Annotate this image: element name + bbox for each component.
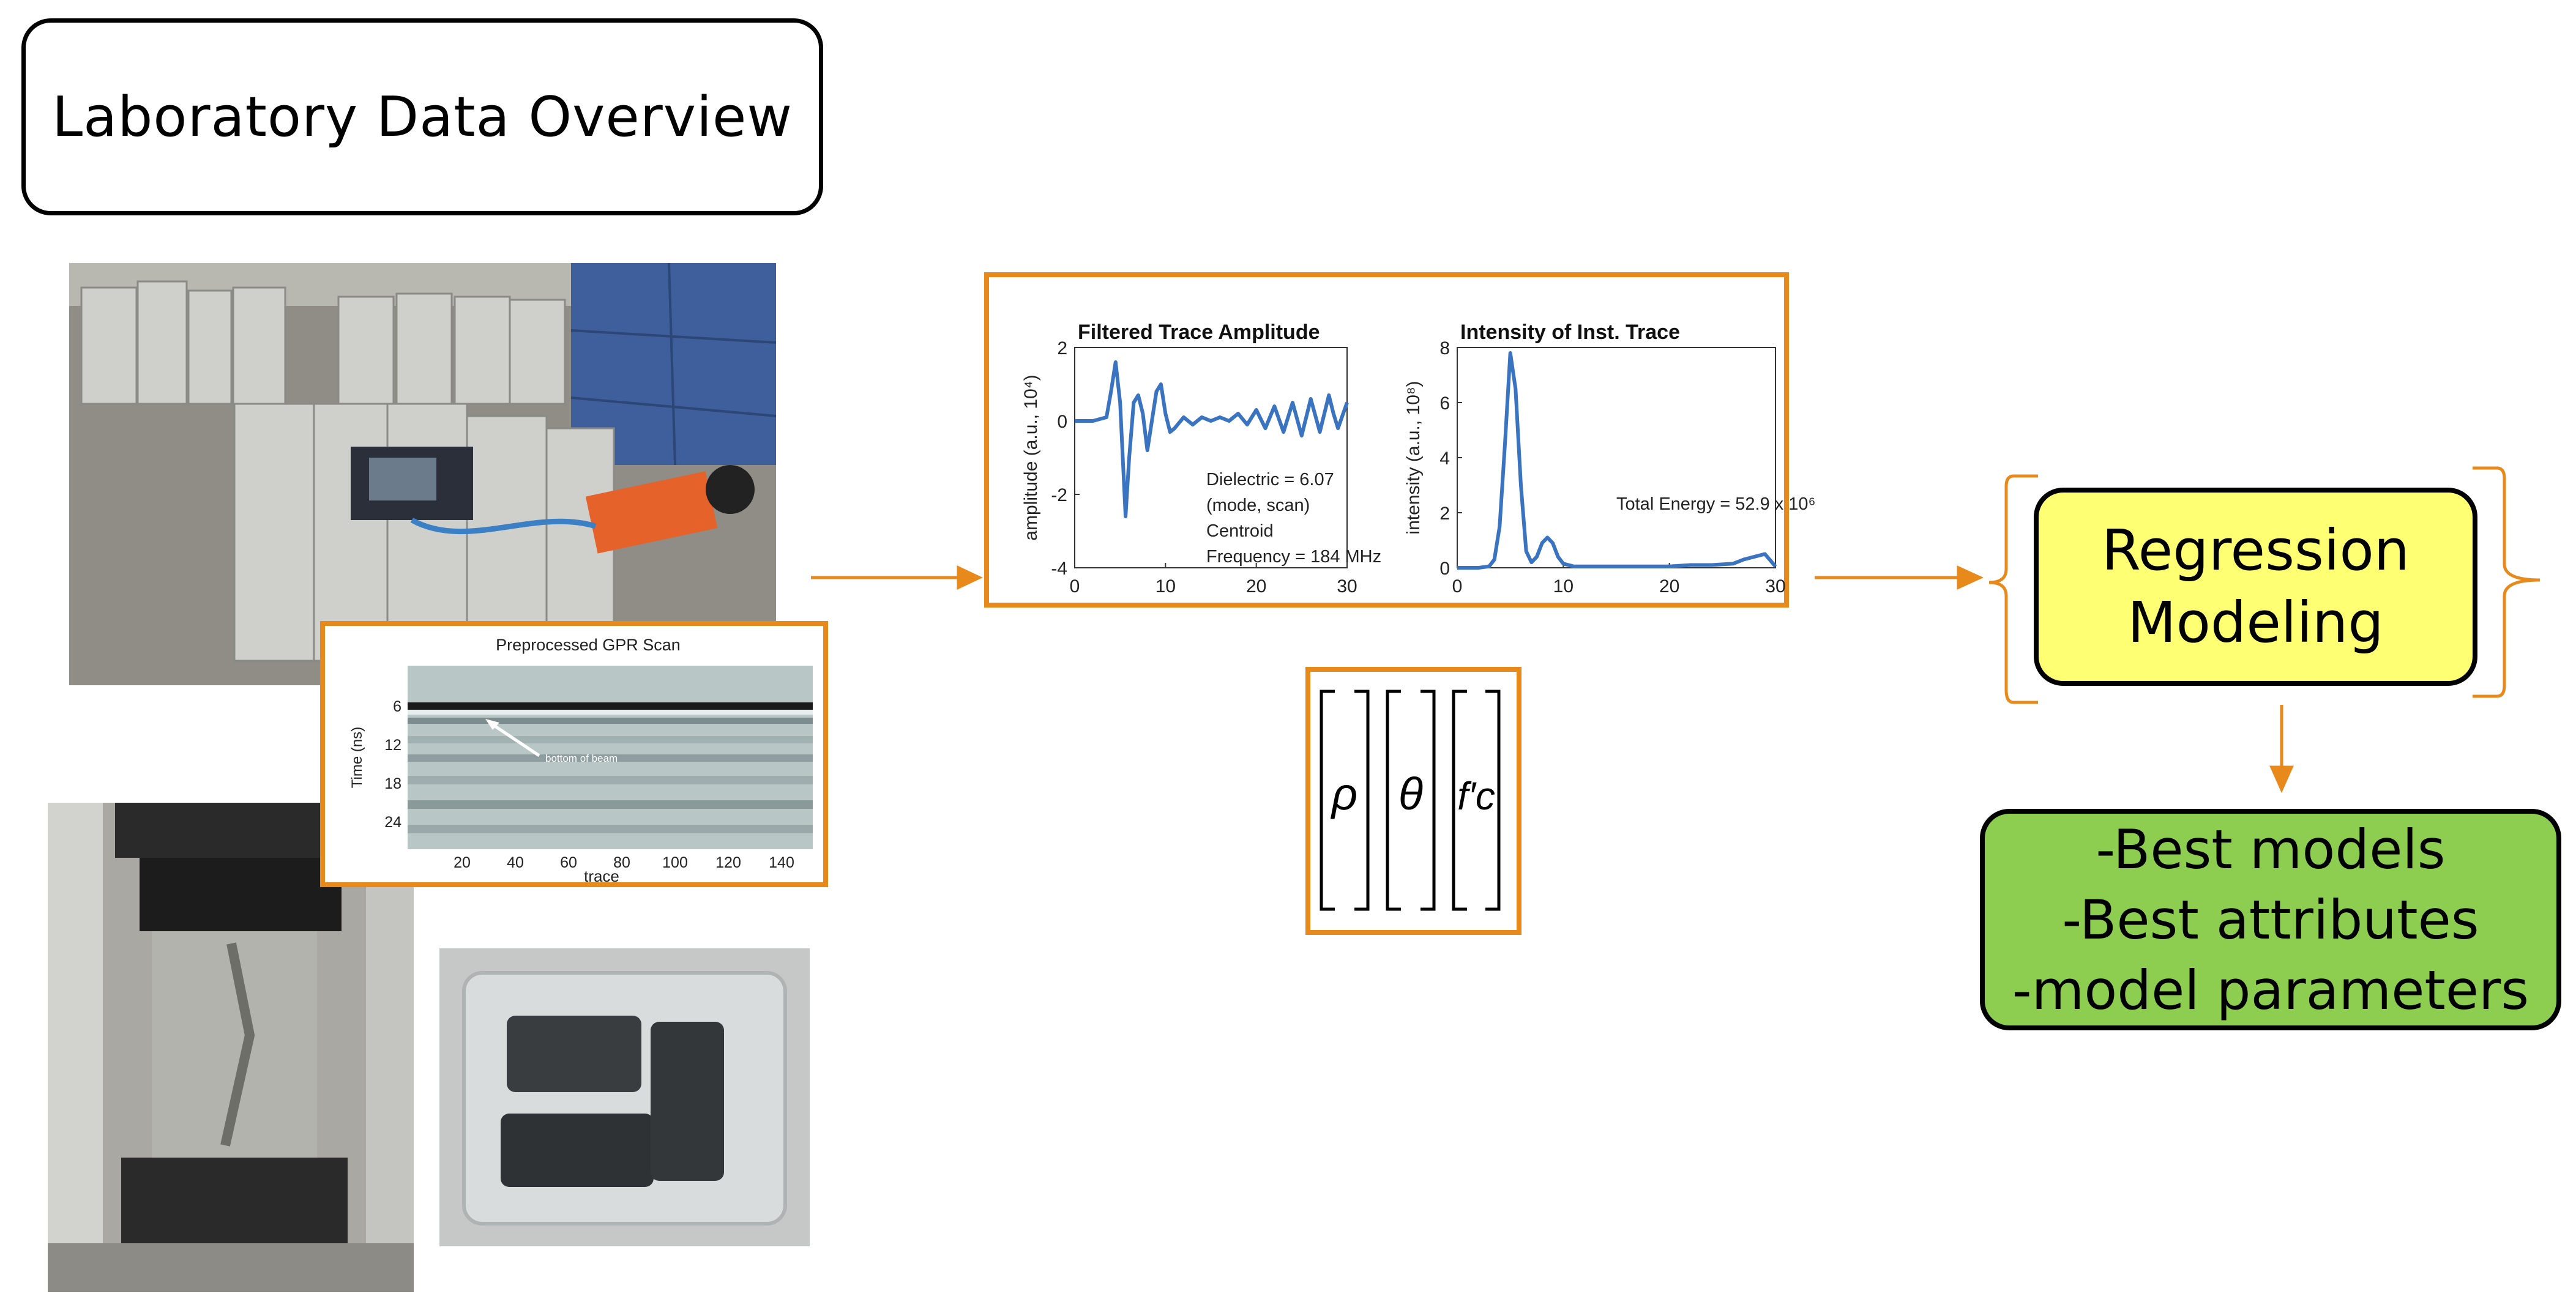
series-line-0: [1075, 360, 1349, 518]
strength-symbol: f′c: [1457, 774, 1495, 818]
title-box: Laboratory Data Overview: [21, 18, 823, 215]
result-best-models: -Best models: [2096, 817, 2446, 881]
chart-annotation-0: Centroid: [1206, 521, 1274, 541]
series-line-1: [1457, 351, 1777, 570]
x-tick-label: 20: [1659, 576, 1679, 597]
density-symbol: ρ: [1331, 768, 1357, 819]
arrow-head: [1957, 565, 1984, 590]
chart-title-1: Intensity of Inst. Trace: [1460, 321, 1680, 344]
gpr-scan-panel: Preprocessed GPR Scan bottom of beam Tim…: [320, 621, 828, 887]
chart-annotation-0: Frequency = 184 MHz: [1206, 547, 1381, 567]
x-tick-label: 30: [1765, 576, 1785, 597]
gpr-ylabel: Time (ns): [349, 727, 365, 788]
y-tick-label: -4: [1051, 559, 1067, 579]
gpr-ytick: 12: [384, 737, 401, 754]
results-box: -Best models -Best attributes -model par…: [1980, 809, 2561, 1030]
regression-line2: Modeling: [2127, 590, 2384, 655]
y-tick-label: 6: [1439, 393, 1450, 414]
arrow-head: [957, 565, 983, 590]
beams-photo: [69, 262, 777, 685]
y-tick-label: 0: [1439, 559, 1450, 579]
chart-annotation-0: Dielectric = 6.07: [1206, 470, 1334, 489]
gpr-annotation: bottom of beam: [545, 753, 618, 764]
trace-charts-panel: Filtered Trace Amplitude amplitude (a.u.,…: [984, 272, 1816, 608]
gpr-ytick: 18: [384, 775, 401, 792]
x-tick-label: 0: [1452, 576, 1463, 597]
x-tick-label: 30: [1337, 576, 1357, 597]
gpr-xtick: 20: [454, 854, 471, 871]
y-tick-label: 2: [1439, 504, 1450, 524]
y-tick-label: 4: [1439, 448, 1450, 469]
cores-container-photo: [439, 948, 810, 1246]
x-tick-label: 0: [1070, 576, 1080, 597]
gpr-xtick: 60: [560, 854, 577, 871]
gpr-xtick: 80: [613, 854, 630, 871]
gpr-xtick: 100: [662, 854, 688, 871]
y-tick-label: 0: [1057, 412, 1067, 432]
plot-frame-0: [1074, 347, 1348, 568]
chart-ylabel-0: amplitude (a.u., 10⁴): [1021, 374, 1041, 540]
moisture-symbol: θ: [1398, 768, 1423, 819]
y-tick-label: 8: [1439, 338, 1450, 359]
gpr-ytick: 24: [384, 814, 401, 831]
chart-title-0: Filtered Trace Amplitude: [1078, 321, 1320, 344]
left-brace: [1988, 474, 2038, 704]
gpr-ytick: 6: [393, 698, 401, 715]
x-tick-label: 20: [1246, 576, 1266, 597]
result-best-attributes: -Best attributes: [2062, 888, 2479, 951]
regression-line1: Regression: [2101, 518, 2410, 583]
chart-annotation-0: (mode, scan): [1206, 496, 1310, 515]
result-model-parameters: -model parameters: [2012, 958, 2529, 1022]
x-tick-label: 10: [1553, 576, 1574, 597]
chart-ylabel-1: intensity (a.u., 10⁸): [1403, 381, 1424, 534]
chart-annotation-1: Total Energy = 52.9 x 10⁶: [1616, 494, 1816, 514]
x-tick-label: 10: [1155, 576, 1176, 597]
gpr-scan-title: Preprocessed GPR Scan: [496, 636, 681, 654]
gpr-xtick: 40: [507, 854, 524, 871]
arrow-head: [2269, 765, 2294, 794]
y-tick-label: 2: [1057, 338, 1067, 359]
gpr-xlabel: trace: [584, 867, 619, 885]
page-title: Laboratory Data Overview: [51, 84, 793, 149]
right-brace: [2473, 466, 2541, 698]
trace-charts: Filtered Trace Amplitude amplitude (a.u.,…: [1021, 321, 1816, 597]
y-tick-label: -2: [1051, 485, 1067, 505]
gpr-scan-figure: Preprocessed GPR Scan bottom of beam Tim…: [349, 636, 813, 885]
gpr-xtick: 140: [769, 854, 794, 871]
regression-modeling-box: Regression Modeling: [2034, 488, 2477, 686]
gpr-xtick: 120: [715, 854, 741, 871]
attribute-vector-box: ρ θ f′c: [1305, 667, 1521, 935]
